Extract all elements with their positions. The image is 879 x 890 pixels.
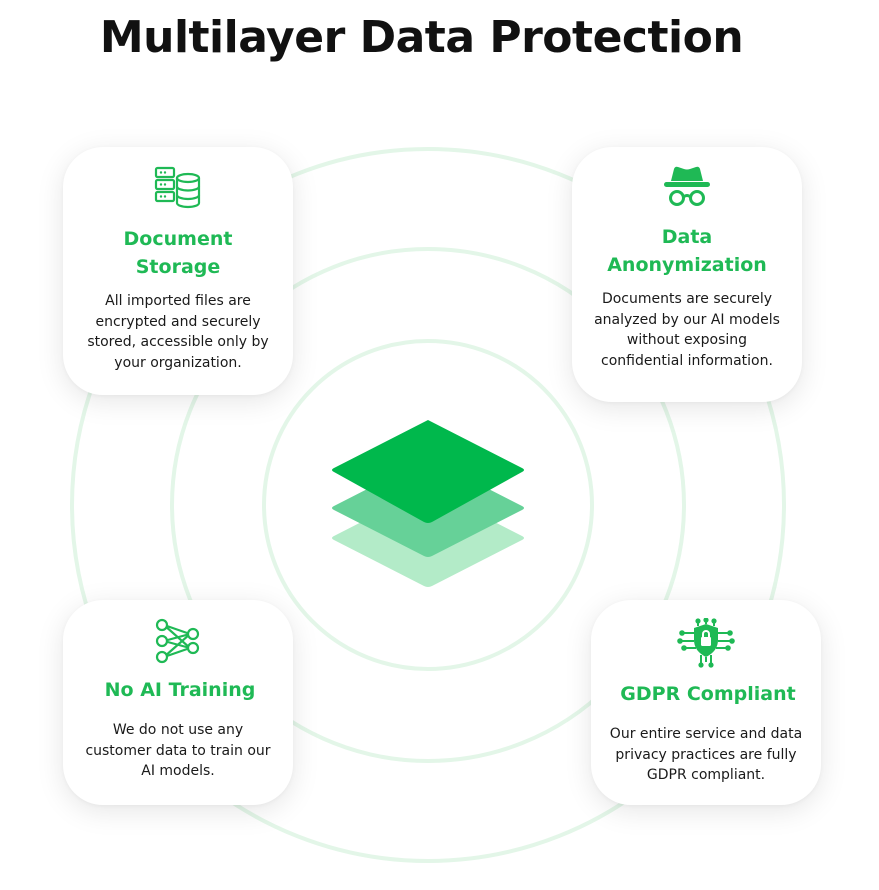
card-gdpr-compliant: GDPR Compliant Our entire service and da… (591, 600, 821, 805)
neural-network-icon (155, 618, 200, 664)
layer-top (332, 420, 524, 523)
card-heading: Data Anonymization (607, 226, 767, 276)
card-text: Our entire service and data privacy prac… (609, 726, 803, 783)
card-heading: No AI Training (104, 679, 256, 701)
card-text: All imported files are encrypted and sec… (87, 293, 269, 371)
inner-ring (262, 339, 594, 671)
card-text: We do not use any customer data to train… (85, 722, 271, 779)
card-heading: GDPR Compliant (620, 683, 796, 705)
shield-lock-circuit-icon (677, 618, 735, 668)
middle-ring (170, 247, 686, 763)
incognito-spy-icon (664, 166, 710, 206)
card-data-anonymization: Data Anonymization Documents are securel… (572, 147, 802, 402)
card-no-ai-training: No AI Training We do not use any custome… (63, 600, 293, 805)
card-text: Documents are securely analyzed by our A… (594, 291, 780, 369)
card-heading: Document Storage (123, 228, 233, 278)
card-document-storage: Document Storage All imported files are … (63, 147, 293, 395)
outer-ring (70, 147, 786, 863)
stacked-layers-icon (332, 420, 524, 587)
page-title: Multilayer Data Protection (99, 12, 744, 63)
server-database-icon (154, 166, 201, 209)
